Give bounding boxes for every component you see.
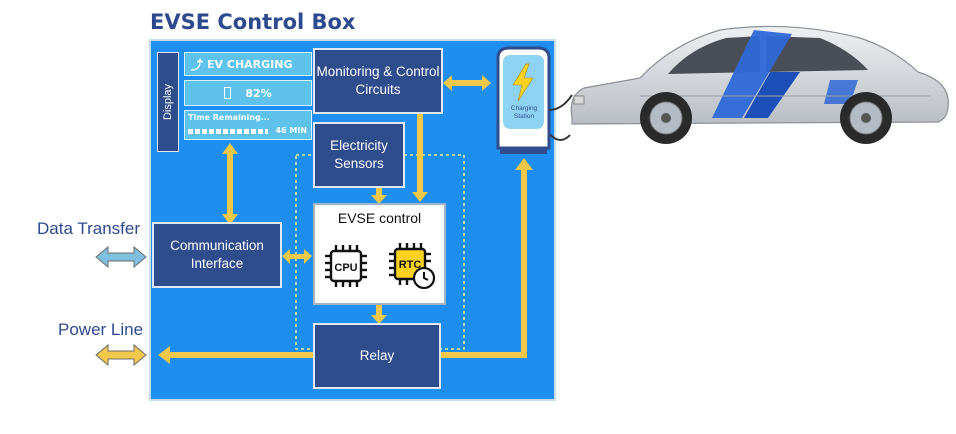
cpu-icon: CPU <box>325 245 367 287</box>
station-label-line2: Station <box>514 113 535 120</box>
monitoring-control-label: Monitoring & Control Circuits <box>316 63 440 97</box>
display-side-text: Display <box>162 83 174 121</box>
power-line-label: Power Line <box>58 320 144 339</box>
data-transfer-label: Data Transfer <box>37 219 140 238</box>
time-remaining-label: Time Remaining... <box>188 113 270 122</box>
arrow-relay-station <box>440 158 533 358</box>
monitoring-control-block: Monitoring & Control Circuits <box>313 48 443 114</box>
cpu-chip-text: CPU <box>334 262 357 274</box>
arrow-data-transfer-external <box>95 245 147 269</box>
display-panel: Display ⤴ EV CHARGING 82% Time Remaining… <box>157 52 312 152</box>
time-remaining-value: 46 MIN <box>275 126 307 135</box>
rtc-icon: RTC <box>389 243 436 290</box>
battery-icon <box>224 87 232 99</box>
battery-percent: 82% <box>245 86 272 100</box>
display-time-row: Time Remaining... 46 MIN <box>184 110 312 140</box>
rtc-chip-text: RTC <box>399 259 422 271</box>
charging-cable <box>548 94 573 111</box>
station-label-line1: Charging <box>511 105 538 112</box>
electricity-sensors-block: Electricity Sensors <box>313 122 405 188</box>
arrow-comm-evse <box>282 249 312 264</box>
arrow-sensors-evse <box>371 187 387 204</box>
car-image <box>570 25 949 144</box>
evse-control-title: EVSE control <box>337 210 422 226</box>
arrow-relay-powerline <box>158 346 318 364</box>
relay-label: Relay <box>359 347 395 363</box>
bolt-icon <box>512 63 534 102</box>
arrow-evse-relay <box>371 305 387 324</box>
diagram-title: EVSE Control Box <box>150 10 356 34</box>
charging-plug-icon: ⤴ <box>191 57 204 72</box>
charging-station <box>496 46 571 154</box>
display-side-label: Display <box>157 52 179 152</box>
communication-interface-label: Communication Interface <box>170 237 264 271</box>
display-status-text: EV CHARGING <box>207 57 293 71</box>
arrow-power-line-external <box>95 343 147 367</box>
electricity-sensors-label: Electricity Sensors <box>330 137 388 171</box>
evse-control-block: EVSE control CPU RTC <box>313 203 446 305</box>
display-status-row: ⤴ EV CHARGING <box>184 52 312 76</box>
communication-interface-block: Communication Interface <box>152 222 282 288</box>
display-battery-row: 82% <box>184 80 312 106</box>
relay-block: Relay <box>313 323 441 389</box>
arrow-monitor-station <box>443 75 491 91</box>
arrow-display-comm <box>222 143 238 225</box>
time-progress-bar <box>188 129 268 134</box>
